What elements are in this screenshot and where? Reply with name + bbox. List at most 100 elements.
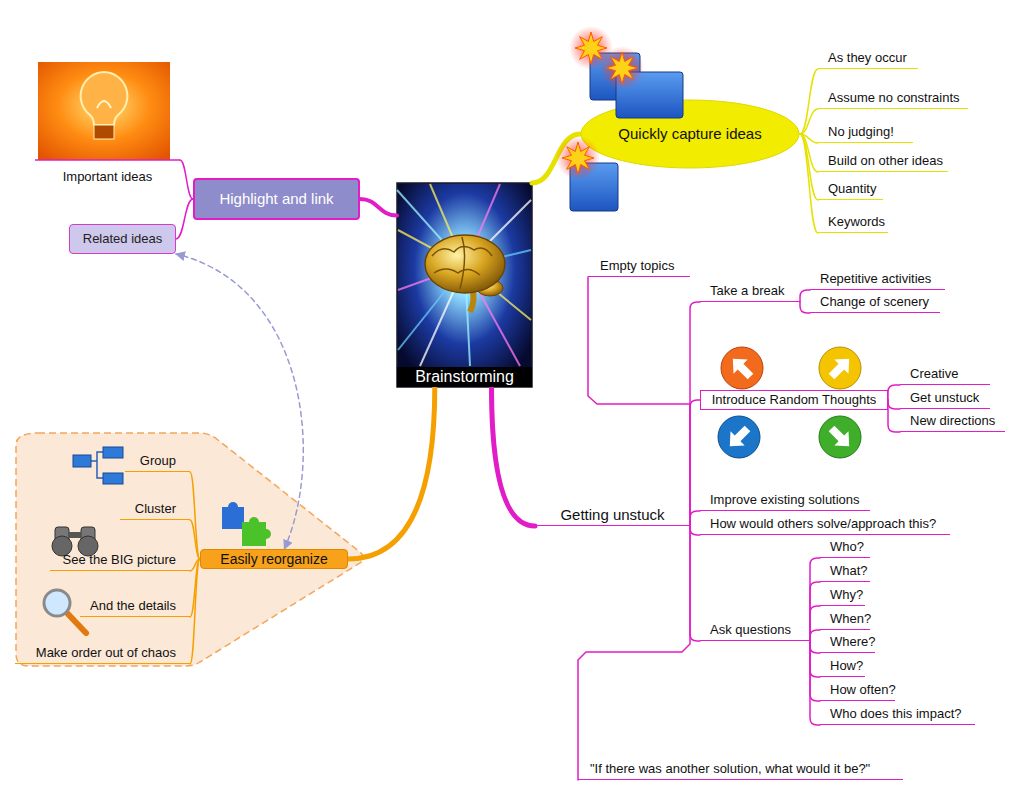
topic-text: How often? (830, 683, 896, 698)
branch-line (578, 526, 690, 780)
topic-text: Easily reorganize (220, 551, 327, 567)
icon-circle (721, 347, 763, 389)
group-icon (73, 447, 123, 484)
topic-text: Ask questions (710, 623, 791, 638)
subtopic: How? (820, 659, 865, 677)
branch-line (888, 400, 900, 409)
icon-lens (44, 590, 70, 616)
subtopic: Why? (820, 588, 865, 606)
subtopic: Empty topics (588, 259, 690, 277)
relationship-arrow (176, 254, 303, 549)
icon-arrow (723, 421, 755, 453)
branch-line (800, 302, 810, 313)
subtopic: Group (125, 454, 190, 472)
subtopic: And the details (80, 599, 190, 617)
topic-text: Assume no constraints (828, 91, 960, 106)
branch-line (810, 630, 820, 641)
light-bulb-image (38, 62, 170, 160)
subtopic: Repetitive activities (810, 272, 945, 290)
topic-text: Important ideas (35, 170, 180, 185)
puzzle-icon (222, 502, 271, 546)
starburst-icon (569, 26, 613, 70)
topic-text: How? (830, 659, 863, 674)
topic-text: How would others solve/approach this? (710, 517, 936, 532)
puzzle-knob (261, 529, 271, 539)
bulb-glass (81, 72, 128, 125)
idea-card-icon (570, 163, 618, 211)
icon-box (103, 473, 123, 484)
topic-text: Group (140, 454, 176, 469)
subtopic: Take a break (700, 284, 800, 302)
topic-text: Getting unstuck (535, 506, 690, 523)
topic-text: What? (830, 564, 868, 579)
illustration-background (397, 183, 532, 387)
image-topic: Important ideas (35, 62, 180, 188)
puzzle-knob (228, 502, 238, 512)
topic-box: Easily reorganize (200, 549, 348, 569)
boundary-region (16, 433, 364, 666)
branch-line (690, 302, 700, 526)
icon-arrow (824, 421, 856, 453)
icon-circle (819, 347, 861, 389)
subtopic: Improve existing solutions (700, 493, 870, 511)
branch-line (810, 606, 820, 641)
topic-text: Where? (830, 635, 876, 650)
topic-text: Keywords (828, 215, 885, 230)
subtopic: Where? (820, 635, 875, 653)
branch-line (492, 387, 536, 526)
topic-text: Get unstuck (910, 391, 979, 406)
subtopic: Who does this impact? (820, 707, 975, 725)
branch-line (810, 641, 820, 677)
branch-line (810, 558, 820, 641)
topic-text: Why? (830, 588, 863, 603)
branch-line (690, 526, 700, 641)
topic-text: Cluster (135, 502, 176, 517)
topic-text: And the details (90, 599, 176, 614)
topic-text: Empty topics (600, 259, 674, 274)
icon-bridge (68, 532, 82, 538)
branch-line (800, 290, 810, 302)
topic-text: Related ideas (83, 232, 163, 247)
topic-box: Related ideas (69, 224, 176, 254)
icon-circle (819, 416, 861, 458)
arrow-icon (718, 416, 760, 458)
brain-shape (425, 235, 505, 293)
branch-line (180, 160, 193, 199)
topic-text: Make order out of chaos (36, 646, 176, 661)
branch-line (176, 199, 193, 239)
branch-line (190, 559, 200, 664)
subtopic: Quantity (818, 182, 883, 200)
topic-text: Creative (910, 367, 958, 382)
branch-line (690, 526, 700, 535)
branch-line (810, 641, 820, 725)
subtopic: As they occur (818, 51, 918, 69)
subtopic: Change of scenery (810, 295, 940, 313)
topic-text: No judging! (828, 125, 894, 140)
brain-illustration (397, 183, 532, 387)
icon-box (103, 447, 123, 458)
topic-text: Who? (830, 540, 864, 555)
subtopic: Keywords (818, 215, 888, 233)
subtopic: No judging! (818, 125, 913, 143)
icon-arrow (824, 352, 856, 384)
branch-line (888, 400, 900, 432)
branch-line (360, 199, 397, 216)
branch-line (190, 472, 200, 559)
subtopic: When? (820, 612, 870, 630)
branch-line (810, 641, 820, 701)
ellipse-topic: Quickly capture ideas (580, 99, 800, 169)
subtopic: Build on other ideas (818, 154, 948, 172)
branch-line (800, 134, 818, 233)
topic-text: When? (830, 612, 871, 627)
branch-line (800, 69, 818, 134)
idea-card-icon (616, 72, 683, 118)
topic-text: "If there was another solution, what wou… (590, 762, 870, 777)
subtopic: Creative (900, 367, 990, 385)
topic-text: Who does this impact? (830, 707, 962, 722)
bulb-filament (97, 101, 111, 108)
topic-text: See the BIG picture (63, 553, 176, 568)
topic-text: Take a break (710, 284, 784, 299)
